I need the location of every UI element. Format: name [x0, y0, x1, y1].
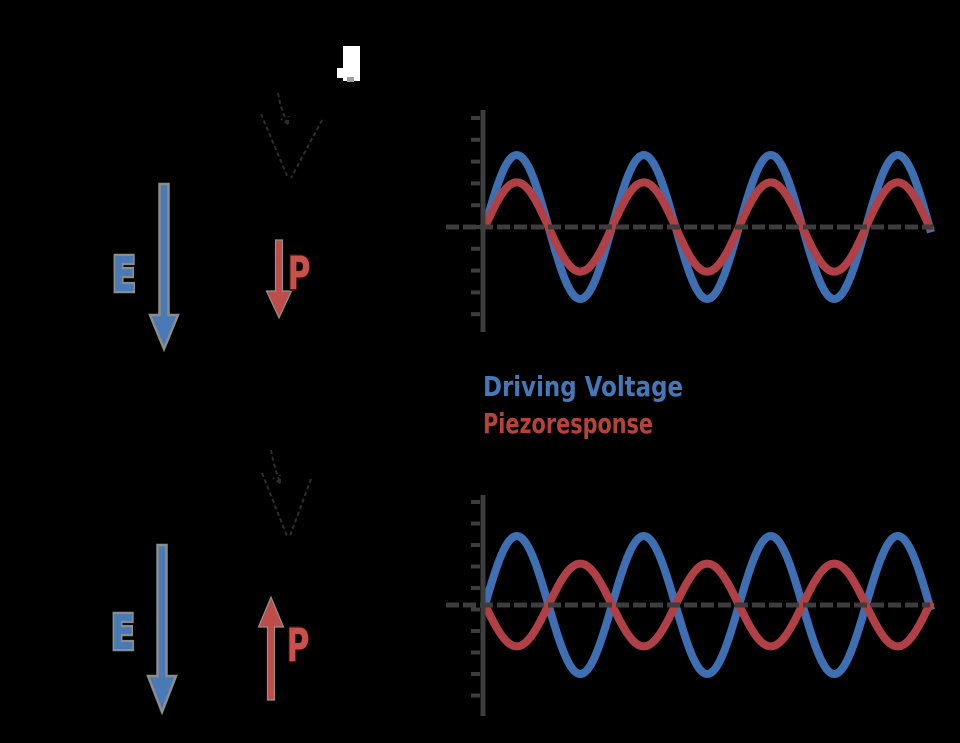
- e-field-arrow-down-icon: [148, 182, 180, 353]
- chart-out-of-phase: [446, 495, 935, 716]
- legend-driving-voltage: Driving Voltage: [483, 370, 683, 403]
- white-patch: [337, 46, 360, 82]
- wave-plot-area: [481, 150, 935, 304]
- e-field-arrow-down-icon: [146, 543, 178, 716]
- wave-plot-area: [481, 531, 935, 679]
- afm-tip-outline-icon: [261, 472, 312, 537]
- afm-tip-sketch: [261, 449, 312, 537]
- afm-tip-outline-icon: [260, 113, 323, 179]
- wave-driving-voltage: [481, 150, 935, 304]
- wave-piezoresponse: [481, 559, 935, 651]
- polarization-label: P: [287, 618, 310, 672]
- afm-tip-sketch: [260, 92, 323, 179]
- amplitude-axis-ticks: [471, 500, 480, 698]
- legend: Driving Voltage Piezoresponse: [483, 370, 683, 440]
- oscillation-arrow-up-icon: [270, 449, 281, 484]
- e-field-label: E: [112, 247, 136, 303]
- top-panel: E P: [110, 46, 935, 353]
- amplitude-axis-ticks: [471, 116, 480, 317]
- oscillation-arrow-down-icon: [277, 92, 290, 125]
- legend-piezoresponse: Piezoresponse: [483, 407, 653, 440]
- bottom-panel: E P: [109, 449, 935, 716]
- wave-piezoresponse: [481, 178, 935, 276]
- polarization-arrow-down-icon: [265, 239, 293, 320]
- e-field-label: E: [111, 605, 135, 661]
- polarization-label: P: [288, 246, 311, 300]
- wave-driving-voltage: [481, 531, 935, 679]
- chart-in-phase: [446, 110, 935, 332]
- polarization-arrow-up-icon: [257, 595, 285, 701]
